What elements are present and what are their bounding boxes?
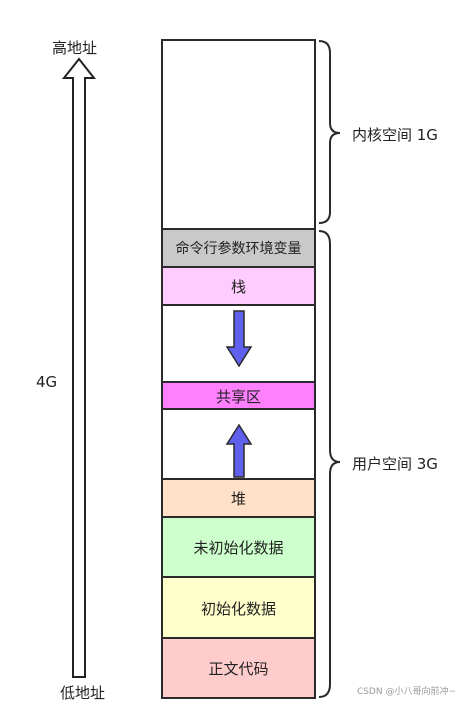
total-size-label: 4G [36, 373, 58, 391]
divider [162, 637, 315, 639]
divider [162, 228, 315, 230]
divider [162, 516, 315, 518]
stack-label: 栈 [230, 278, 246, 296]
shared-label: 共享区 [215, 387, 261, 406]
high-address-label: 高地址 [52, 39, 98, 57]
divider [162, 478, 315, 480]
low-address-label: 低地址 [60, 684, 106, 702]
memory-layout-outline [161, 39, 316, 699]
bss-segment: 未初始化数据 [162, 518, 315, 577]
text-segment: 正文代码 [162, 639, 315, 697]
data-segment: 初始化数据 [162, 578, 315, 638]
divider [162, 408, 315, 410]
shared-segment: 共享区 [162, 383, 315, 409]
heap-label: 堆 [230, 490, 246, 508]
kernel-space-label: 内核空间 1G [352, 126, 438, 144]
user-brace [318, 230, 341, 698]
user-space-label: 用户空间 3G [352, 455, 438, 473]
text-label: 正文代码 [208, 659, 269, 678]
divider [162, 266, 315, 268]
env-args-label: 命令行参数环境变量 [175, 241, 302, 257]
stack-down-arrow [225, 310, 253, 368]
heap-up-arrow [225, 423, 253, 478]
kernel-brace [318, 40, 341, 224]
data-label: 初始化数据 [200, 599, 276, 618]
heap-segment: 堆 [162, 480, 315, 517]
watermark: CSDN @小八哥向前冲~ [356, 687, 456, 697]
stack-segment: 栈 [162, 268, 315, 305]
divider [162, 381, 315, 383]
divider [162, 304, 315, 306]
address-arrow [61, 57, 97, 678]
bss-label: 未初始化数据 [193, 539, 284, 557]
env-args-segment: 命令行参数环境变量 [162, 229, 315, 267]
kernel-space-block [162, 41, 315, 229]
divider [162, 576, 315, 578]
